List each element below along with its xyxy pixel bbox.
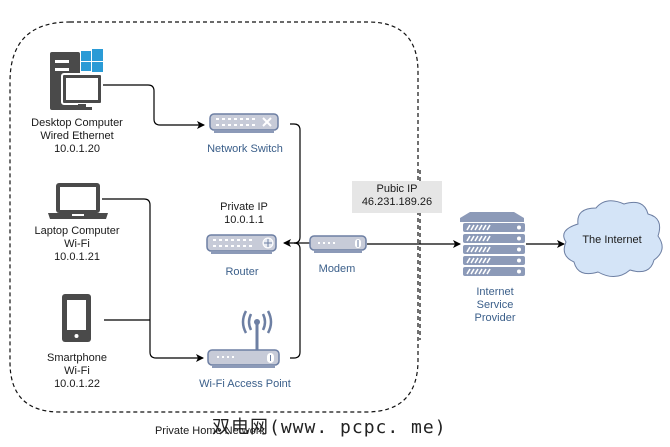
link-desktop-switch [102, 84, 205, 129]
isp-label-line: Internet [476, 286, 514, 298]
desktop-ip: 10.0.1.20 [54, 143, 100, 155]
smartphone-ip: 10.0.1.22 [54, 378, 100, 390]
router-ip-label: Private IP 10.0.1.1 [184, 201, 304, 227]
desktop-connection: Wired Ethernet [40, 130, 114, 142]
wifi-access-point-icon [207, 310, 280, 368]
modem-icon [309, 235, 367, 253]
smartphone-icon [62, 294, 91, 342]
desktop-computer-icon [50, 49, 103, 110]
public-ip-box: Pubic IP 46.231.189.26 [352, 181, 442, 213]
public-ip-title: Pubic IP [376, 183, 418, 195]
isp-label: Internet Service Provider [450, 286, 540, 325]
isp-server-icon [460, 212, 525, 276]
laptop-icon [48, 183, 108, 219]
internet-cloud-icon [563, 200, 663, 277]
smartphone-name: Smartphone [47, 352, 107, 364]
private-network-label: Private Home Network [154, 425, 266, 437]
isp-label-line: Provider [474, 312, 516, 324]
network-switch-icon [209, 113, 279, 133]
watermark: 双电网(www. pcpc. me) [212, 417, 447, 438]
isp-label-line: Service [476, 299, 514, 311]
router-ip-title: Private IP [220, 201, 268, 213]
wifi-access-point-label: Wi-Fi Access Point [199, 378, 291, 390]
private-network-boundary [9, 21, 419, 413]
modem-label: Modem [318, 263, 356, 275]
desktop-label: Desktop Computer Wired Ethernet 10.0.1.2… [12, 117, 142, 156]
router-ip: 10.0.1.1 [224, 214, 264, 226]
laptop-connection: Wi-Fi [64, 238, 90, 250]
desktop-name: Desktop Computer [31, 117, 123, 129]
router-label: Router [225, 266, 259, 278]
link-laptop-ap [102, 198, 204, 362]
network-switch-label: Network Switch [207, 143, 283, 155]
internet-label: The Internet [582, 234, 642, 246]
router-icon [206, 234, 277, 254]
smartphone-label: Smartphone Wi-Fi 10.0.1.22 [12, 352, 142, 391]
public-ip: 46.231.189.26 [361, 196, 433, 208]
smartphone-connection: Wi-Fi [64, 365, 90, 377]
laptop-label: Laptop Computer Wi-Fi 10.0.1.21 [12, 225, 142, 264]
link-ap-router [290, 242, 301, 359]
laptop-ip: 10.0.1.21 [54, 251, 100, 263]
laptop-name: Laptop Computer [34, 225, 120, 237]
